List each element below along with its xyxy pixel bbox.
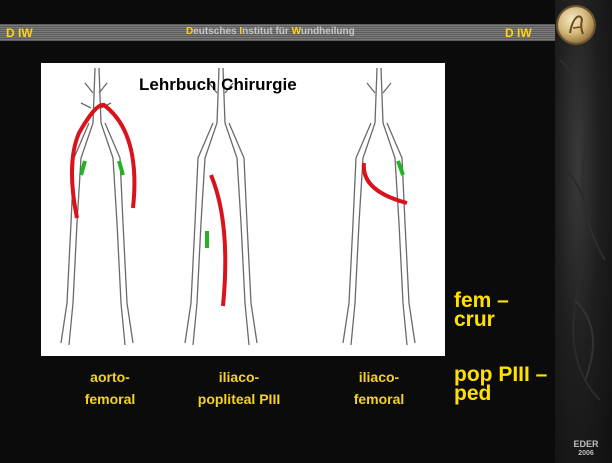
caption-line-2: popliteal PIII xyxy=(183,388,295,410)
decorative-sidebar xyxy=(555,0,612,463)
bypass-illustration xyxy=(41,63,445,356)
institute-word-3: undheilung xyxy=(301,26,355,37)
header-bar: D IW Deutsches Institut für Wundheilung … xyxy=(0,24,556,41)
caption-aortofemoral: aorto- femoral xyxy=(66,366,154,410)
label-line-2: crur xyxy=(454,310,509,329)
header-acronym-right: D IW xyxy=(505,26,532,40)
institute-initial-w: W xyxy=(292,26,301,37)
author-year: 2006 xyxy=(566,449,606,458)
graft-segment-right-1 xyxy=(119,161,123,175)
label-line-2: ped xyxy=(454,384,547,403)
header-institute-name: Deutsches Institut für Wundheilung xyxy=(186,26,406,37)
caption-line-1: iliaco- xyxy=(183,366,295,388)
institute-word-1: eutsches xyxy=(193,26,239,37)
footer-author: EDER 2006 xyxy=(566,440,606,458)
author-name: EDER xyxy=(566,440,606,449)
caption-iliaco-femoral: iliaco- femoral xyxy=(335,366,423,410)
caption-line-1: aorto- xyxy=(66,366,154,388)
sidebar-texture xyxy=(555,0,612,463)
graft-segment-left-1 xyxy=(81,161,85,175)
vessel-drawing-3 xyxy=(343,68,415,345)
caption-line-2: femoral xyxy=(66,388,154,410)
label-pop-ped: pop PIII – ped xyxy=(454,365,547,403)
anatomy-figure: Lehrbuch Chirurgie xyxy=(41,63,445,356)
figure-title: Lehrbuch Chirurgie xyxy=(139,75,297,95)
label-fem-crur: fem – crur xyxy=(454,291,509,329)
header-acronym-left: D IW xyxy=(6,26,33,40)
bypass-path-iliaco-popliteal xyxy=(211,175,225,306)
caption-line-1: iliaco- xyxy=(335,366,423,388)
caption-line-2: femoral xyxy=(335,388,423,410)
institute-word-2: nstitut für xyxy=(242,26,291,37)
caption-iliaco-popliteal: iliaco- popliteal PIII xyxy=(183,366,295,410)
institute-logo xyxy=(558,7,594,43)
